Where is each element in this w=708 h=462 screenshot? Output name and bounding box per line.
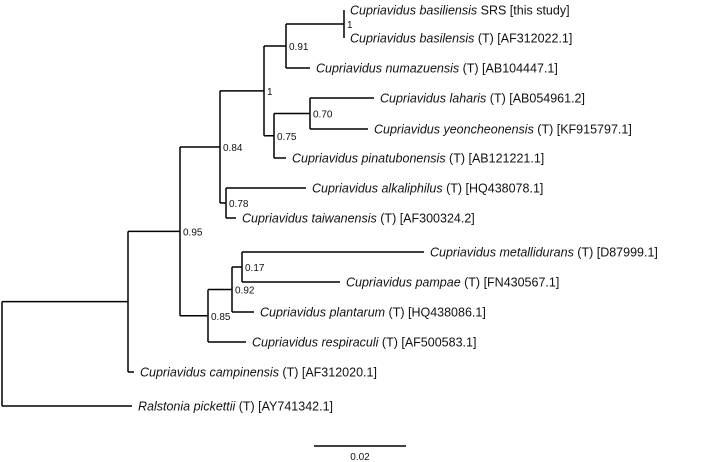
- leaf-label: Cupriavidus alkaliphilus (T) [HQ438078.1…: [312, 182, 543, 196]
- species-name: Cupriavidus campinensis: [140, 366, 279, 380]
- strain-accession: (T) [AB104447.1]: [459, 62, 558, 76]
- species-name: Cupriavidus basiliensis: [350, 4, 477, 18]
- strain-accession: SRS [this study]: [477, 4, 569, 18]
- support-value: 0.85: [211, 312, 231, 323]
- species-name: Cupriavidus alkaliphilus: [312, 182, 443, 196]
- support-value: 0.75: [277, 132, 297, 143]
- strain-accession: (T) [HQ438086.1]: [385, 306, 486, 320]
- support-value: 1: [267, 87, 273, 98]
- strain-accession: (T) [HQ438078.1]: [443, 182, 544, 196]
- support-value: 0.70: [313, 110, 333, 121]
- leaf-label: Cupriavidus metallidurans (T) [D87999.1]: [430, 246, 658, 260]
- species-name: Cupriavidus respiraculi: [252, 336, 380, 350]
- species-name: Cupriavidus pinatubonensis: [292, 152, 446, 166]
- leaf-label: Cupriavidus laharis (T) [AB054961.2]: [380, 92, 585, 106]
- species-name: Cupriavidus plantarum: [260, 306, 385, 320]
- species-name: Cupriavidus taiwanensis: [242, 212, 377, 226]
- support-value: 0.78: [229, 199, 249, 210]
- strain-accession: (T) [KF915797.1]: [534, 123, 632, 137]
- strain-accession: (T) [FN430567.1]: [461, 276, 560, 290]
- species-name: Cupriavidus pampae: [346, 276, 461, 290]
- leaf-label: Cupriavidus taiwanensis (T) [AF300324.2]: [242, 212, 475, 226]
- leaf-label: Cupriavidus pampae (T) [FN430567.1]: [346, 276, 559, 290]
- strain-accession: (T) [D87999.1]: [574, 246, 658, 260]
- species-name: Cupriavidus yeoncheonensis: [374, 123, 534, 137]
- strain-accession: (T) [AF312022.1]: [474, 32, 572, 46]
- support-value: 0.84: [223, 143, 243, 154]
- leaf-label: Cupriavidus plantarum (T) [HQ438086.1]: [260, 306, 486, 320]
- species-name: Cupriavidus metallidurans: [430, 246, 574, 260]
- leaf-label: Cupriavidus numazuensis (T) [AB104447.1]: [316, 62, 558, 76]
- support-value: 0.91: [289, 42, 309, 53]
- strain-accession: (T) [AB121221.1]: [446, 152, 545, 166]
- strain-accession: (T) [AF300324.2]: [377, 212, 475, 226]
- strain-accession: (T) [AF312020.1]: [279, 366, 377, 380]
- strain-accession: (T) [AY741342.1]: [235, 400, 333, 414]
- species-name: Cupriavidus numazuensis: [316, 62, 459, 76]
- leaf-label: Cupriavidus respiraculi (T) [AF500583.1]: [252, 336, 476, 350]
- strain-accession: (T) [AF500583.1]: [378, 336, 476, 350]
- support-value: 0.92: [235, 286, 255, 297]
- leaf-label: Cupriavidus yeoncheonensis (T) [KF915797…: [374, 123, 632, 137]
- support-value: 0.95: [183, 227, 203, 238]
- strain-accession: (T) [AB054961.2]: [486, 92, 585, 106]
- species-name: Cupriavidus laharis: [380, 92, 486, 106]
- leaf-label: Cupriavidus basiliensis SRS [this study]: [350, 4, 570, 18]
- leaf-label: Ralstonia pickettii (T) [AY741342.1]: [138, 400, 333, 414]
- leaf-label: Cupriavidus campinensis (T) [AF312020.1]: [140, 366, 377, 380]
- support-value: 1: [347, 20, 353, 31]
- leaf-label: Cupriavidus pinatubonensis (T) [AB121221…: [292, 152, 544, 166]
- species-name: Ralstonia pickettii: [138, 400, 236, 414]
- species-name: Cupriavidus basilensis: [350, 32, 474, 46]
- scale-bar-label: 0.02: [350, 452, 370, 462]
- support-value: 0.17: [245, 263, 265, 274]
- leaf-label: Cupriavidus basilensis (T) [AF312022.1]: [350, 32, 572, 46]
